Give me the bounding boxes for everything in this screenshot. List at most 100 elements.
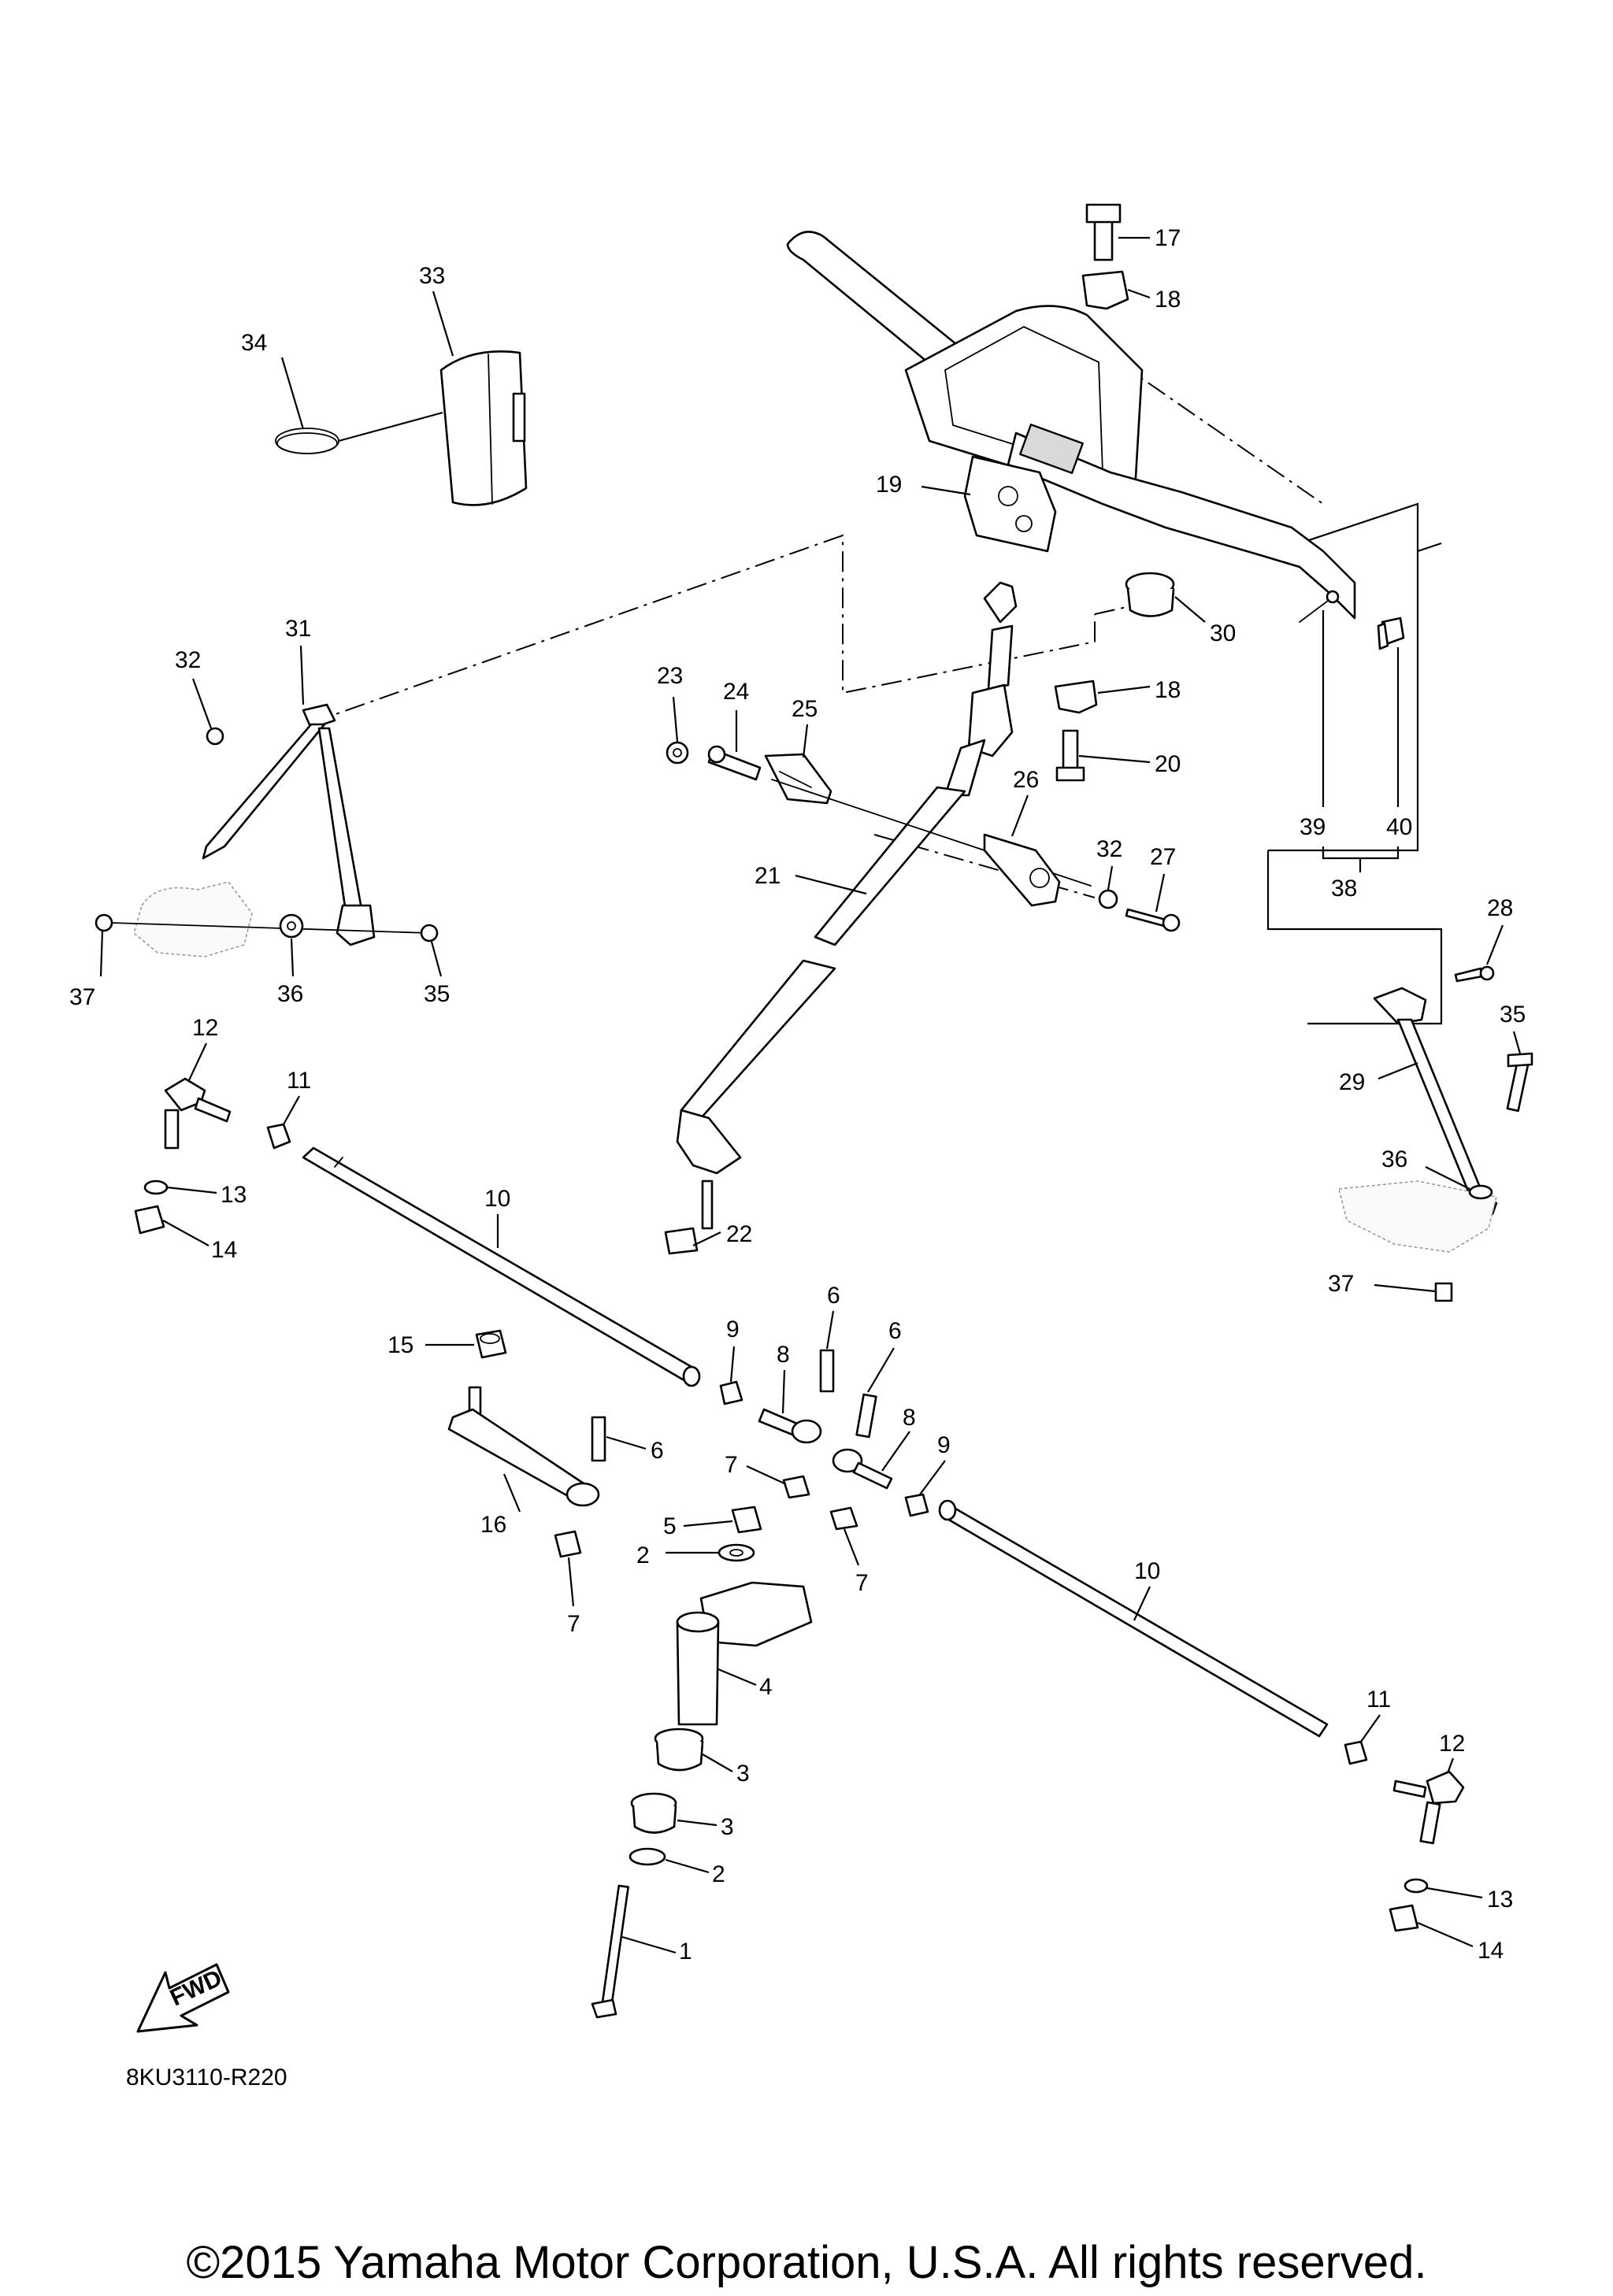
callout-28: 28 [1487, 895, 1513, 921]
nut-7-b [829, 1506, 858, 1531]
callout-1: 1 [679, 1939, 692, 1965]
bolt-27 [1125, 908, 1181, 932]
callout-3: 3 [721, 1814, 734, 1840]
callout-18: 18 [1155, 287, 1181, 313]
callout-10: 10 [1134, 1558, 1160, 1584]
clamp-bolt [1055, 729, 1085, 782]
nut-14-right [1389, 1904, 1419, 1932]
callout-labels: 1 2 2 3 3 4 5 6 6 6 7 7 7 8 8 9 9 10 10 … [69, 225, 1526, 1965]
frame-mount-right [1337, 1180, 1497, 1253]
pivot-bolt [591, 1884, 629, 2019]
nut-9-left [719, 1380, 743, 1405]
callout-11: 11 [287, 1068, 311, 1094]
washer-36-right [1468, 1184, 1493, 1200]
callout-36: 36 [277, 981, 303, 1007]
nut-15 [475, 1329, 507, 1359]
callout-14: 14 [211, 1237, 237, 1263]
callout-40: 40 [1386, 814, 1412, 840]
callout-29: 29 [1339, 1069, 1365, 1095]
handlebar-clamp-upper [1081, 270, 1129, 310]
handlebar-bolt-upper [1085, 203, 1122, 261]
tie-rod-end-left [164, 1077, 232, 1150]
nut-7-c [554, 1530, 582, 1558]
nut-37-left [95, 913, 113, 932]
callout-21: 21 [755, 863, 781, 889]
callout-37: 37 [1328, 1271, 1354, 1297]
callout-4: 4 [759, 1674, 773, 1700]
washer-2-upper [718, 1543, 755, 1562]
callout-18: 18 [1155, 677, 1181, 703]
callout-3: 3 [736, 1761, 750, 1787]
bolt-35-left [420, 924, 439, 942]
callout-34: 34 [241, 330, 267, 356]
callout-35: 35 [424, 981, 450, 1007]
callout-23: 23 [657, 663, 683, 689]
nut-14-left [134, 1205, 165, 1235]
callout-19: 19 [876, 472, 902, 498]
forward-arrow-icon: FWD [136, 1963, 230, 2033]
callout-38: 38 [1331, 876, 1357, 902]
handlebar-holder [963, 455, 1057, 553]
callout-6: 6 [888, 1318, 902, 1344]
nut-32 [1098, 889, 1118, 909]
callout-37: 37 [69, 984, 95, 1010]
nut-7-a [782, 1475, 810, 1499]
column-nut [664, 1179, 714, 1255]
callout-39: 39 [1300, 814, 1326, 840]
callout-30: 30 [1210, 620, 1236, 646]
bushing-3-lower [630, 1792, 677, 1834]
pivot-housing [676, 1581, 813, 1726]
tie-rod-end-right [1392, 1770, 1465, 1845]
callout-11: 11 [1366, 1687, 1391, 1713]
callout-16: 16 [480, 1512, 506, 1538]
adjuster-8-right [832, 1448, 893, 1490]
tie-rod-left [302, 1146, 701, 1387]
callout-7: 7 [725, 1452, 738, 1478]
callout-22: 22 [726, 1221, 752, 1247]
handlebar [786, 231, 1356, 620]
nut-5 [731, 1505, 762, 1534]
end-cap-screw [1299, 590, 1340, 623]
callout-12: 12 [1439, 1731, 1465, 1757]
callout-2: 2 [636, 1542, 650, 1568]
pitman-arm [447, 1386, 600, 1507]
washer-36-left [279, 913, 304, 939]
bolt-6-a [819, 1349, 835, 1393]
right-steering-arm [1373, 987, 1498, 1216]
callout-6: 6 [651, 1438, 664, 1464]
frame-mount-left [133, 881, 253, 957]
callout-6: 6 [827, 1283, 840, 1309]
circlip [275, 428, 339, 454]
washer-13-right [1403, 1878, 1429, 1894]
callout-10: 10 [484, 1186, 510, 1212]
callout-25: 25 [792, 696, 818, 722]
callout-17: 17 [1155, 225, 1181, 251]
locknut-11-right [1344, 1740, 1368, 1765]
callout-13: 13 [1487, 1887, 1513, 1913]
callout-8: 8 [903, 1405, 916, 1431]
bushing-3-upper [654, 1728, 704, 1772]
callout-13: 13 [221, 1182, 247, 1208]
bolt-6-c [591, 1416, 606, 1462]
callout-26: 26 [1013, 767, 1039, 793]
callout-7: 7 [855, 1570, 869, 1596]
holder-25 [764, 753, 832, 805]
callout-32: 32 [1096, 836, 1122, 862]
callout-27: 27 [1150, 844, 1176, 870]
callout-32: 32 [175, 647, 201, 673]
steering-column [676, 581, 1018, 1175]
copyright-notice: ©2015 Yamaha Motor Corporation, U.S.A. A… [186, 2237, 1427, 2288]
callout-33: 33 [419, 263, 445, 289]
adjuster-8-left [758, 1408, 822, 1444]
callout-15: 15 [387, 1332, 413, 1358]
callout-9: 9 [937, 1432, 951, 1458]
tie-rod-right [938, 1499, 1329, 1738]
callout-24: 24 [723, 679, 749, 705]
bracket-26 [983, 833, 1061, 907]
grip-cover [439, 350, 528, 506]
callout-36: 36 [1381, 1146, 1407, 1172]
callout-2: 2 [712, 1861, 725, 1887]
handlebar-clamp-lower [1054, 680, 1098, 714]
nut-9-right [904, 1493, 929, 1517]
